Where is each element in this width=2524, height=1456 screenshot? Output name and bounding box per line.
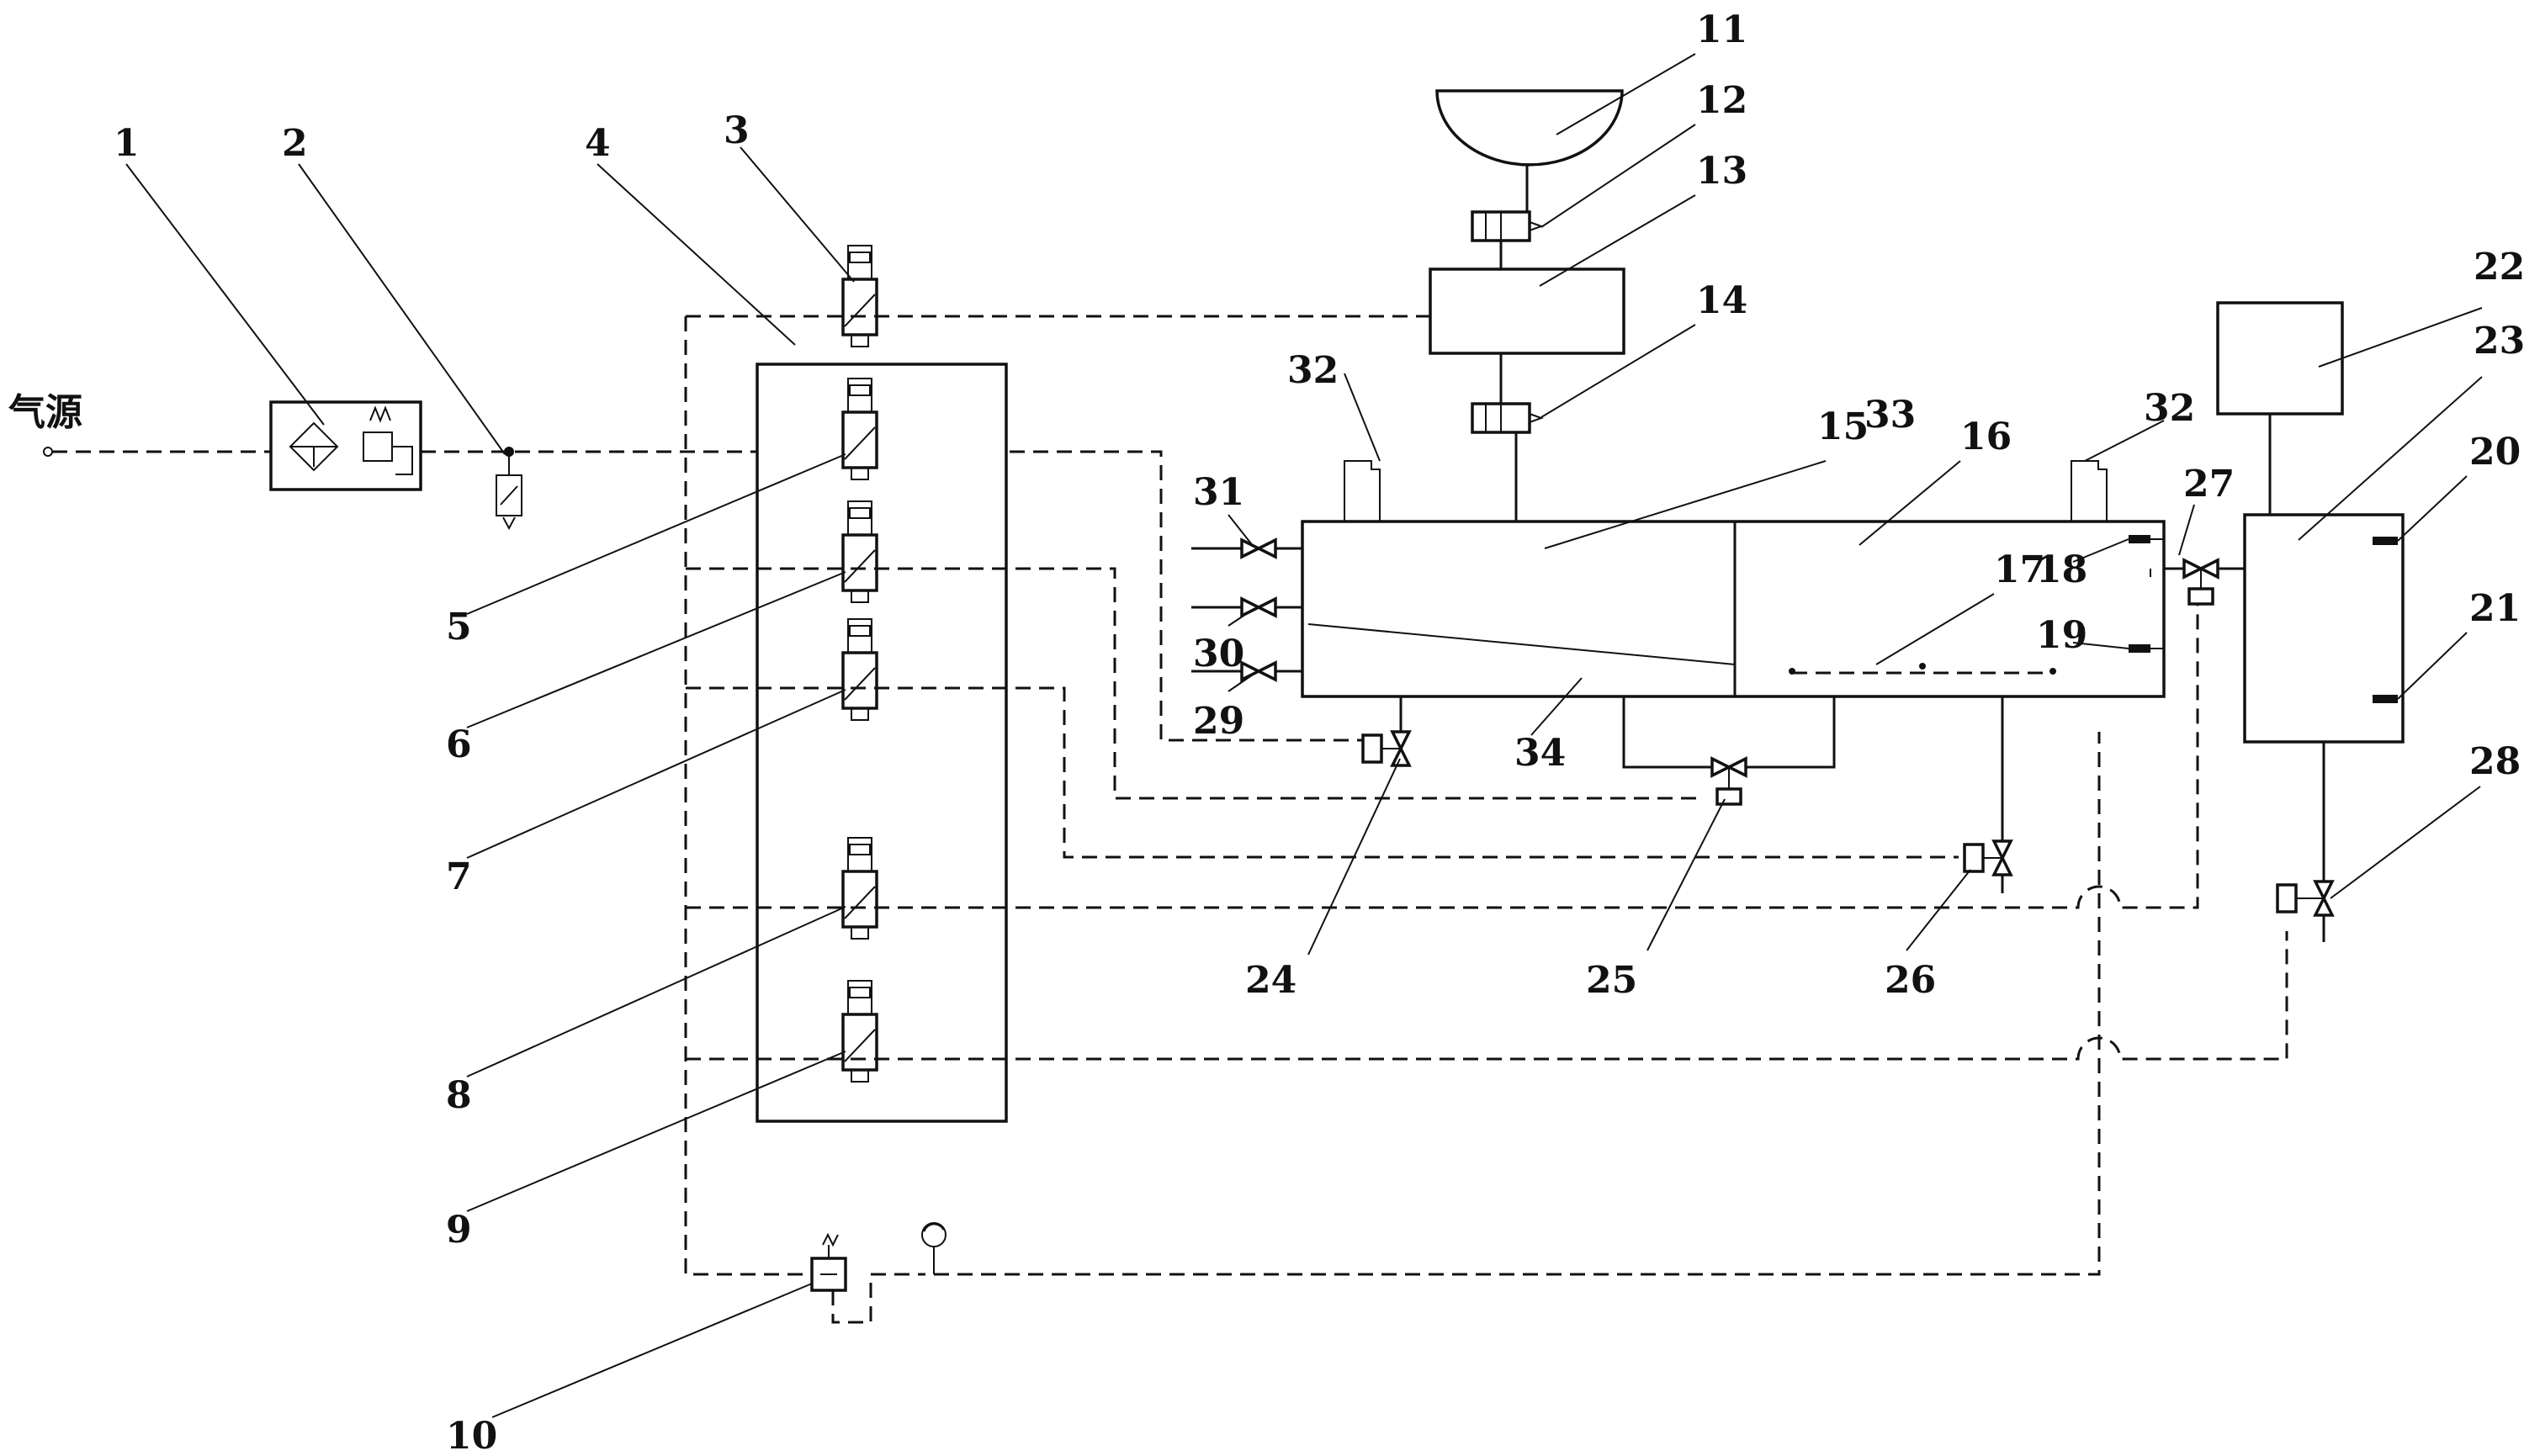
connecting-valve-27 — [2150, 558, 2245, 606]
transfer-valve-25 — [1622, 696, 1836, 806]
drain-valve-28 — [2276, 742, 2335, 942]
drain-valve-24 — [1361, 696, 1412, 767]
label-21: 21 — [2469, 587, 2521, 630]
air-source: 气源 — [8, 391, 82, 457]
pressure-switch — [496, 447, 522, 531]
label-16: 16 — [1960, 416, 2012, 458]
control-line-valve-7 — [686, 686, 1959, 859]
label-31: 31 — [1193, 471, 1244, 514]
leader-lines — [125, 53, 2483, 1418]
gate-valve-14 — [1471, 402, 1544, 434]
label-2: 2 — [282, 122, 308, 165]
label-27: 27 — [2183, 463, 2235, 506]
label-9: 9 — [446, 1209, 472, 1252]
control-line-bus — [684, 316, 2101, 1276]
main-tank — [1301, 460, 2166, 698]
pressure-gauge-icon — [921, 1222, 946, 1274]
outlet-valve-26 — [1963, 696, 2013, 893]
label-6: 6 — [446, 723, 472, 766]
filter-regulator-unit — [269, 400, 422, 491]
label-4: 4 — [585, 122, 611, 165]
main-supply-line — [52, 450, 1363, 742]
label-13: 13 — [1696, 150, 1747, 193]
label-28: 28 — [2469, 740, 2521, 783]
label-3: 3 — [724, 109, 750, 152]
label-12: 12 — [1696, 79, 1747, 122]
label-11: 11 — [1696, 8, 1747, 51]
gate-valve-12 — [1471, 210, 1544, 269]
feed-hopper — [1435, 89, 1624, 212]
component-labels: 1 2 3 4 5 6 7 8 9 10 11 12 13 14 15 16 1… — [114, 8, 2524, 1456]
weighing-hopper-13 — [1429, 267, 1625, 355]
valve-manifold — [756, 363, 1008, 1123]
solenoid-valve-9 — [841, 980, 878, 1083]
inlet-valve-30 — [1191, 596, 1302, 618]
label-25: 25 — [1586, 959, 1637, 1002]
label-15: 15 — [1817, 405, 1869, 448]
solenoid-valve-8 — [841, 837, 878, 940]
air-source-label: 气源 — [8, 391, 82, 434]
solenoid-valve-5 — [841, 378, 878, 480]
label-32-right: 32 — [2144, 387, 2195, 430]
label-30: 30 — [1193, 633, 1244, 675]
storage-box-22 — [2216, 301, 2344, 416]
label-34: 34 — [1514, 732, 1566, 775]
inlet-valve-29 — [1191, 660, 1302, 682]
solenoid-valve-3 — [841, 245, 878, 347]
label-8: 8 — [446, 1074, 472, 1117]
label-20: 20 — [2469, 431, 2521, 474]
label-22: 22 — [2474, 246, 2524, 289]
inlet-valve-31 — [1191, 537, 1302, 559]
label-29: 29 — [1193, 700, 1244, 743]
solenoid-valve-6 — [841, 500, 878, 603]
label-19: 19 — [2036, 614, 2087, 657]
pressure-reducing-valve — [810, 1232, 872, 1324]
label-17: 17 — [1994, 548, 2045, 591]
label-23: 23 — [2474, 320, 2524, 363]
solenoid-valve-7 — [841, 618, 878, 721]
label-32-left: 32 — [1287, 349, 1339, 392]
level-sensor-18 — [2129, 535, 2164, 543]
label-1: 1 — [114, 122, 140, 165]
level-sensor-19 — [2129, 644, 2164, 653]
label-14: 14 — [1696, 279, 1747, 322]
label-24: 24 — [1245, 959, 1296, 1002]
label-5: 5 — [446, 606, 472, 649]
auxiliary-tank-23 — [2243, 513, 2405, 744]
label-10: 10 — [446, 1415, 497, 1456]
label-18: 18 — [2036, 548, 2087, 591]
label-33: 33 — [1864, 394, 1916, 437]
control-line-valve-6 — [686, 567, 1699, 800]
label-7: 7 — [446, 855, 472, 898]
control-line-valve-9 — [686, 931, 2288, 1061]
control-line-valve-8 — [686, 602, 2199, 909]
label-26: 26 — [1885, 959, 1936, 1002]
